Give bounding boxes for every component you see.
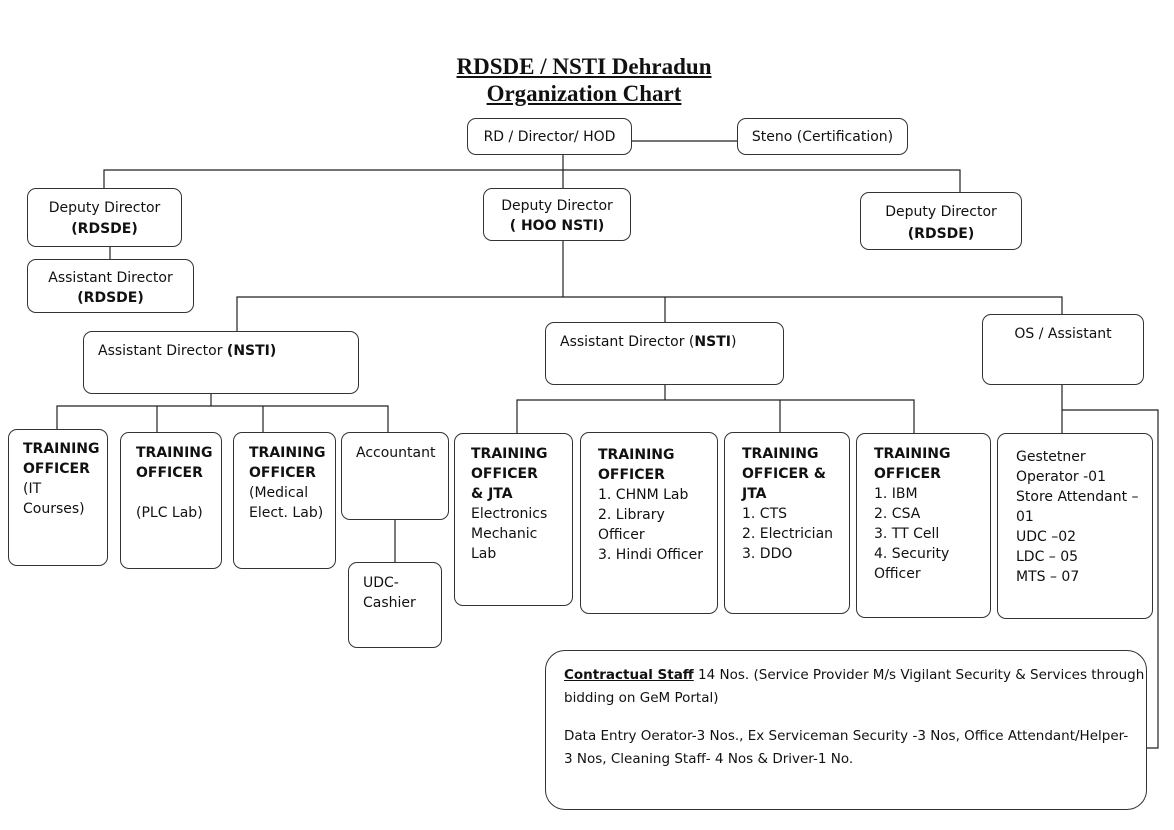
node-label: Deputy Director <box>885 204 997 220</box>
node-title: OFFICER <box>598 467 665 483</box>
node-title: TRAINING <box>249 445 326 461</box>
node-detail: Cashier <box>363 595 416 611</box>
node-label-close: ) <box>730 334 737 350</box>
node-title: TRAINING <box>598 447 675 463</box>
node-training-officer-chnm: TRAINING OFFICER 1. CHNM Lab 2. Library … <box>580 432 718 614</box>
contractual-text: Data Entry Oerator-3 Nos., Ex Serviceman… <box>564 728 1129 744</box>
node-detail: Electronics <box>471 506 548 522</box>
chart-title-line2: Organization Chart <box>486 81 682 106</box>
node-sublabel: (RDSDE) <box>71 221 138 237</box>
contractual-para1: Contractual Staff 14 Nos. (Service Provi… <box>564 664 1146 687</box>
node-detail: (IT <box>23 481 42 497</box>
node-detail: Operator -01 <box>1016 469 1106 485</box>
node-detail: 3. TT Cell <box>874 526 940 542</box>
node-deputy-director-rdsde-left: Deputy Director (RDSDE) <box>27 188 182 247</box>
node-assistant-director-nsti-left: Assistant Director (NSTI) <box>83 331 359 394</box>
contractual-heading: Contractual Staff <box>564 667 694 683</box>
node-training-officer-it: TRAINING OFFICER (IT Courses) <box>8 429 108 566</box>
node-detail: Gestetner <box>1016 449 1086 465</box>
node-detail: Mechanic <box>471 526 538 542</box>
os-assistant-label: OS / Assistant <box>1014 326 1112 342</box>
node-detail: 1. CHNM Lab <box>598 487 689 503</box>
node-detail: Elect. Lab) <box>249 505 324 521</box>
steno-label: Steno (Certification) <box>751 129 894 145</box>
node-label: Assistant Director <box>98 343 227 359</box>
node-sublabel: (NSTI) <box>226 343 277 359</box>
node-title: OFFICER <box>471 466 538 482</box>
node-detail: Lab <box>471 546 497 562</box>
node-training-officer-ibm: TRAINING OFFICER 1. IBM 2. CSA 3. TT Cel… <box>856 433 991 618</box>
node-title: OFFICER <box>136 465 203 481</box>
node-detail: 2. CSA <box>874 506 921 522</box>
node-label: Deputy Director <box>501 198 613 214</box>
node-os-assistant: OS / Assistant <box>982 314 1144 385</box>
node-title: TRAINING <box>136 445 213 461</box>
node-udc-cashier: UDC- Cashier <box>348 562 442 648</box>
node-title: OFFICER & <box>742 466 826 482</box>
node-title: TRAINING <box>874 446 951 462</box>
node-detail: 2. Electrician <box>742 526 834 542</box>
node-detail: 3. DDO <box>742 546 793 562</box>
node-title: TRAINING <box>471 446 548 462</box>
node-detail: UDC –02 <box>1016 529 1077 545</box>
node-label: Deputy Director <box>48 200 161 216</box>
node-sublabel: NSTI <box>694 334 731 350</box>
node-training-officer-jta-electronics: TRAINING OFFICER & JTA Electronics Mecha… <box>454 433 573 606</box>
node-label: Assistant Director ( <box>560 334 695 350</box>
node-title: & JTA <box>471 486 513 502</box>
node-accountant: Accountant <box>341 432 449 520</box>
node-training-officer-plc: TRAINING OFFICER (PLC Lab) <box>120 432 222 569</box>
contractual-text: bidding on GeM Portal) <box>564 690 719 706</box>
node-sublabel: (RDSDE) <box>907 226 975 242</box>
node-detail: 01 <box>1016 509 1034 525</box>
node-detail: 2. Library <box>598 507 665 523</box>
node-office-staff: Gestetner Operator -01 Store Attendant –… <box>997 433 1153 619</box>
node-sublabel: ( HOO NSTI) <box>509 218 605 234</box>
node-title: TRAINING <box>742 446 819 462</box>
node-sublabel: (RDSDE) <box>77 290 144 306</box>
node-assistant-director-rdsde: Assistant Director (RDSDE) <box>27 259 194 313</box>
node-detail: Officer <box>598 527 645 543</box>
node-rd-director: RD / Director/ HOD <box>467 118 632 155</box>
node-detail: 4. Security <box>874 546 950 562</box>
contractual-text: 14 Nos. (Service Provider M/s Vigilant S… <box>693 667 1145 683</box>
node-detail: Store Attendant – <box>1016 489 1139 505</box>
node-deputy-director-hoo: Deputy Director ( HOO NSTI) <box>483 188 631 241</box>
contractual-text: 3 Nos, Cleaning Staff- 4 Nos & Driver-1 … <box>564 751 854 767</box>
node-detail: Officer <box>874 566 921 582</box>
node-title: OFFICER <box>23 461 90 477</box>
node-training-officer-medical: TRAINING OFFICER (Medical Elect. Lab) <box>233 432 336 569</box>
accountant-label: Accountant <box>356 445 436 461</box>
node-detail: UDC- <box>363 575 399 591</box>
node-label: Assistant Director <box>48 270 173 286</box>
node-detail: (Medical <box>249 485 309 501</box>
node-title: TRAINING <box>23 441 100 457</box>
node-detail: Courses) <box>23 501 85 517</box>
node-detail: (PLC Lab) <box>136 505 203 521</box>
node-detail: 3. Hindi Officer <box>598 547 703 563</box>
node-deputy-director-rdsde-right: Deputy Director (RDSDE) <box>860 192 1022 250</box>
node-detail: MTS – 07 <box>1016 569 1080 585</box>
node-steno: Steno (Certification) <box>737 118 908 155</box>
node-title: JTA <box>742 486 767 502</box>
node-assistant-director-nsti-mid: Assistant Director (NSTI) <box>545 322 784 385</box>
node-detail: LDC – 05 <box>1016 549 1079 565</box>
node-detail: 1. CTS <box>742 506 788 522</box>
rd-director-label: RD / Director/ HOD <box>483 129 616 145</box>
node-contractual-staff: Contractual Staff 14 Nos. (Service Provi… <box>545 650 1147 810</box>
node-detail: 1. IBM <box>874 486 918 502</box>
node-training-officer-jta-cts: TRAINING OFFICER & JTA 1. CTS 2. Electri… <box>724 432 850 614</box>
node-title: OFFICER <box>249 465 316 481</box>
node-title: OFFICER <box>874 466 941 482</box>
chart-title-line1: RDSDE / NSTI Dehradun <box>456 54 712 79</box>
